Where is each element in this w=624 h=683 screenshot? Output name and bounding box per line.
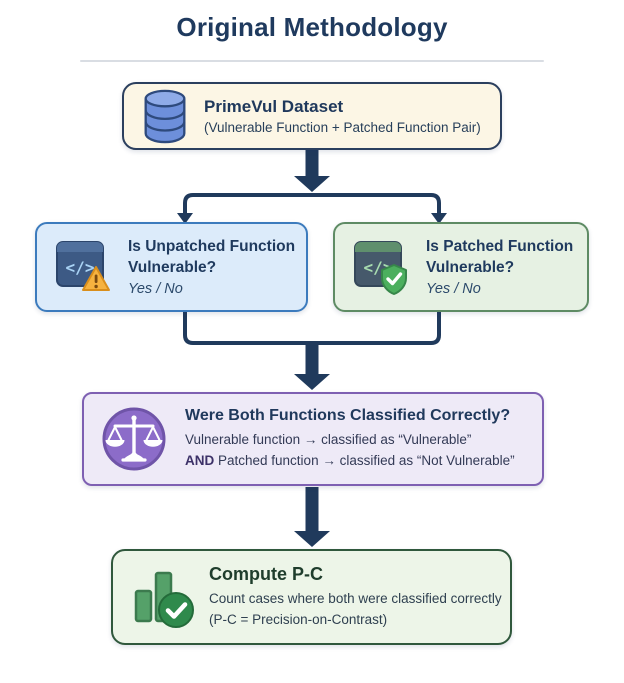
arrowhead-to-unpatched xyxy=(177,213,193,224)
split-connector xyxy=(183,193,441,216)
merge-connector xyxy=(183,311,441,345)
unpatched-question: Is Unpatched Function Vulnerable? xyxy=(128,238,296,276)
shield-check-icon xyxy=(381,264,407,295)
classified-condition-2-rest: Patched function → classified as “Not Vu… xyxy=(214,452,515,468)
unpatched-answer: Yes / No xyxy=(128,280,183,297)
dataset-subtitle: (Vulnerable Function + Patched Function … xyxy=(204,120,481,135)
svg-text:</>: </> xyxy=(66,258,95,277)
scales-icon xyxy=(102,407,166,471)
compute-line-2: (P-C = Precision-on-Contrast) xyxy=(209,611,388,627)
patched-question: Is Patched Function Vulnerable? xyxy=(426,238,574,276)
node-patched-question: </> Is Patched Function Vulnerable? Yes … xyxy=(333,222,589,312)
arrow-classified-to-compute xyxy=(294,487,330,547)
arrow-dataset-to-split xyxy=(294,150,330,192)
node-compute-pc: Compute P-C Count cases where both were … xyxy=(111,549,512,645)
node-primevul-dataset: PrimeVul Dataset (Vulnerable Function + … xyxy=(122,82,502,150)
classified-condition-2: AND Patched function → classified as “No… xyxy=(185,451,515,472)
database-icon xyxy=(144,89,186,144)
warning-icon xyxy=(82,266,110,291)
node-unpatched-question: </> Is Unpatched Function Vulnerable? Ye… xyxy=(35,222,308,312)
arrow-merge-to-classified xyxy=(294,341,330,390)
bar-chart-check-icon xyxy=(134,571,194,628)
check-circle-icon xyxy=(158,592,194,628)
dataset-title: PrimeVul Dataset xyxy=(204,97,344,116)
compute-line-1: Count cases where both were classified c… xyxy=(209,591,502,607)
node-classified-correctly: Were Both Functions Classified Correctly… xyxy=(82,392,544,486)
and-keyword: AND xyxy=(185,452,215,468)
code-warning-icon: </> xyxy=(56,241,110,291)
page-title: Original Methodology xyxy=(176,12,448,42)
classified-condition-1: Vulnerable function → classified as “Vul… xyxy=(185,431,472,447)
patched-answer: Yes / No xyxy=(426,280,481,297)
code-shield-icon: </> xyxy=(354,241,407,295)
arrowhead-to-patched xyxy=(431,213,447,224)
title-divider xyxy=(80,60,544,62)
compute-title: Compute P-C xyxy=(209,564,323,585)
classified-title: Were Both Functions Classified Correctly… xyxy=(185,406,511,424)
